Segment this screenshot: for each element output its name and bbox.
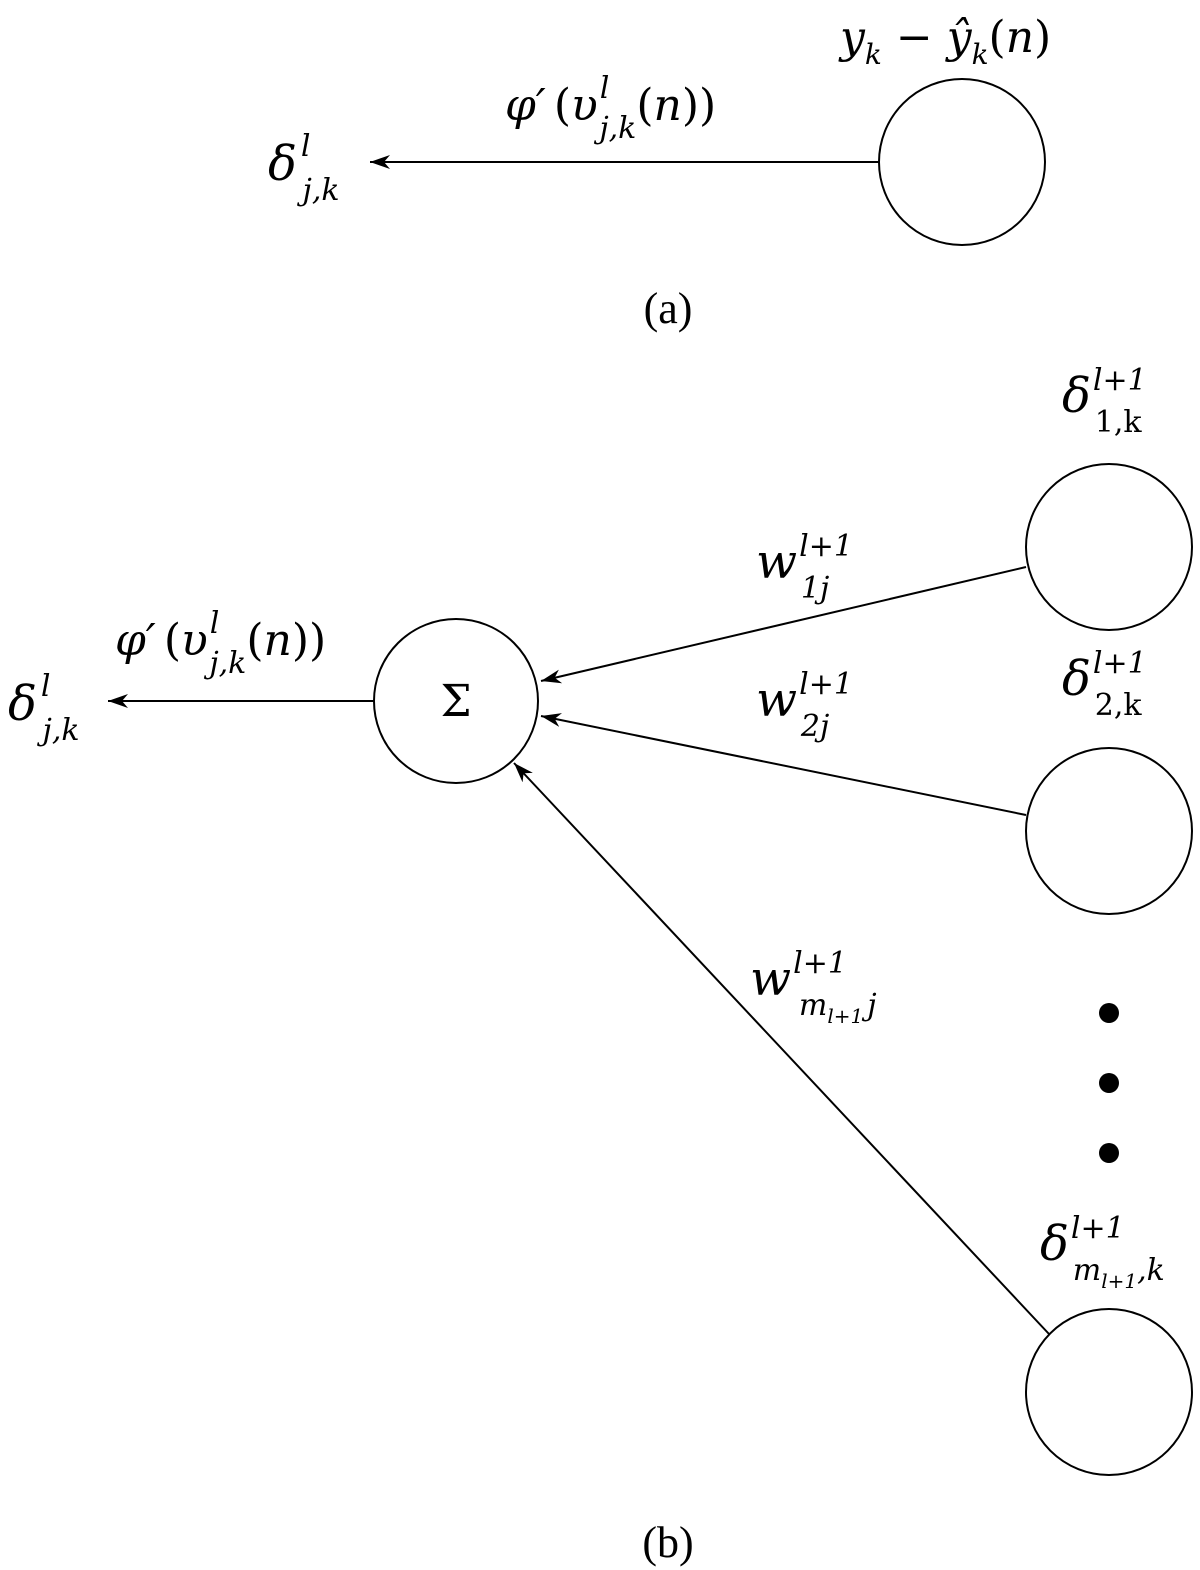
- weight-arrow-2: [540, 713, 1027, 816]
- output-error-label: yk−ŷk(n): [838, 12, 1051, 71]
- next-layer-node-1: [1025, 463, 1193, 631]
- ellipsis-dot-2: [1099, 1073, 1119, 1093]
- caption-a: (a): [644, 284, 693, 333]
- weight-arrow-m: [513, 762, 1050, 1335]
- next-layer-node-m: [1025, 1308, 1193, 1476]
- next-layer-node-2: [1025, 747, 1193, 915]
- caption-b: (b): [642, 1518, 693, 1567]
- weight-arrow-1: [540, 566, 1027, 684]
- sigma-symbol: Σ: [440, 676, 471, 727]
- ellipsis-dot-1: [1099, 1003, 1119, 1023]
- ellipsis-dot-3: [1099, 1143, 1119, 1163]
- output-neuron-node: [878, 78, 1046, 246]
